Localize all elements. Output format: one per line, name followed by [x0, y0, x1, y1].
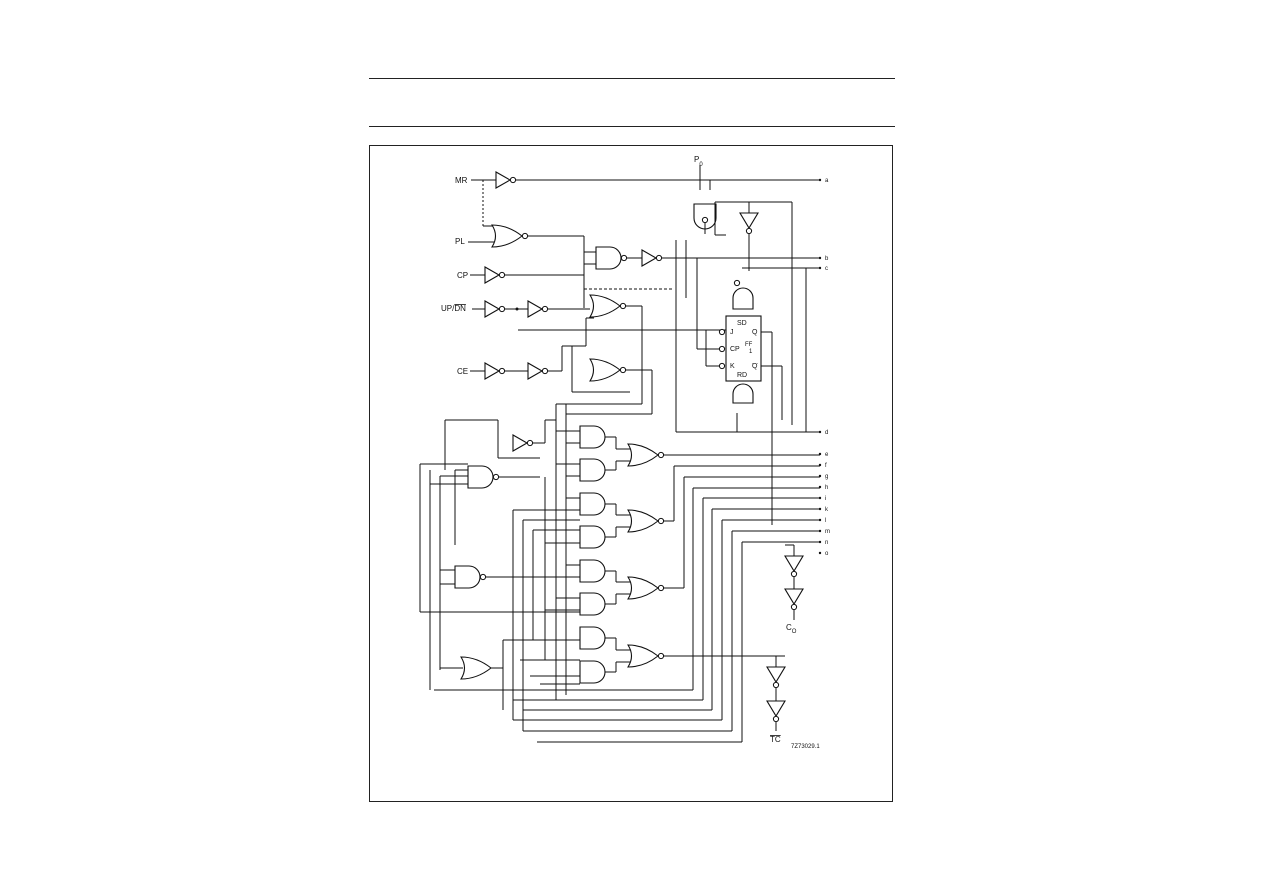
co-buffer-icon-2	[784, 588, 804, 606]
bus-label-d: d	[825, 430, 828, 436]
and-gate-icon-4	[579, 525, 606, 549]
nor-gate-icon-1	[627, 443, 665, 467]
lower-nand-gate-icon-1	[467, 465, 500, 489]
pl-label: PL	[455, 237, 465, 246]
bus-label-g: g	[825, 474, 828, 480]
ce-inverter-icon-1	[484, 362, 506, 380]
bus-label-c: c	[825, 266, 828, 272]
updn-nor-gate-icon-1	[589, 294, 627, 318]
updn-inverter-icon-2	[527, 300, 549, 318]
ff-qbar-label: Q	[752, 363, 758, 370]
co-buffer-icon-1	[784, 555, 804, 573]
ff-set-gate-icon	[732, 287, 754, 310]
bus-label-f: f	[825, 463, 827, 469]
tc-buffer-icon-1	[766, 666, 786, 684]
header-rule-top	[369, 78, 895, 79]
bus-arrow-d	[818, 430, 822, 434]
bus-label-n: n	[825, 540, 828, 546]
clock-nand-gate-icon	[595, 246, 628, 270]
co-label: CO	[786, 623, 797, 635]
bus-label-i: i	[825, 496, 826, 502]
ff-reset-gate-icon	[732, 383, 754, 404]
bus-arrow-o	[818, 551, 822, 555]
nor-gate-icon-2	[627, 509, 665, 533]
ff-cp-label: CP	[730, 346, 740, 353]
nor-gate-icon-4	[627, 644, 665, 668]
and-gate-icon-6	[579, 592, 606, 616]
cp-label: CP	[457, 271, 468, 280]
bus-arrow-c	[818, 266, 822, 270]
updn-path	[472, 288, 726, 404]
bus-label-o: o	[825, 551, 829, 557]
cp-inverter-icon	[484, 266, 506, 284]
bus-label-e: e	[825, 452, 829, 458]
feedback-inverter-icon	[512, 434, 534, 452]
flipflop: SD J Q CP FF 1 K Q RD	[675, 240, 820, 525]
header-rule-bottom	[369, 126, 895, 127]
lower-nand-gate-icon-2	[454, 565, 487, 589]
and-gate-icon-3	[579, 492, 606, 516]
ff-num-label: 1	[749, 349, 753, 355]
ff-q-label: Q	[752, 329, 758, 336]
ff-j-label: J	[730, 329, 734, 336]
ff-sd-label: SD	[737, 320, 747, 327]
bus-label-k: k	[825, 507, 829, 513]
up-dn-label: UP/DN	[441, 304, 466, 313]
and-gate-icon-2	[579, 458, 606, 482]
ff-k-label: K	[730, 363, 735, 370]
bus-label-l: l	[825, 518, 826, 524]
bus-arrow-b	[818, 256, 822, 260]
co-output: CO	[784, 544, 804, 635]
and-gate-icon-5	[579, 559, 606, 583]
lower-or-gate-icon	[460, 656, 492, 680]
bus-arrow-a	[818, 178, 822, 182]
bus-label-b: b	[825, 256, 829, 262]
and-gate-icon-1	[579, 425, 606, 449]
and-gate-icon-7	[579, 626, 606, 650]
tc-output: TC	[766, 656, 786, 744]
cp-path	[470, 246, 820, 284]
ce-nor-gate-icon	[589, 358, 627, 382]
updn-inverter-icon-1	[484, 300, 506, 318]
pl-nor-gate-icon	[491, 224, 529, 248]
mr-inverter-icon	[495, 171, 517, 189]
ce-path	[470, 317, 653, 414]
figure-frame	[369, 145, 893, 802]
ce-inverter-icon-2	[527, 362, 549, 380]
mr-path	[471, 171, 820, 227]
bus-label-m: m	[825, 529, 830, 535]
p0-label: P0	[694, 155, 703, 168]
ce-label: CE	[457, 367, 468, 376]
lower-logic: CO TC 7Z73029.1	[419, 403, 820, 750]
ff-box	[725, 315, 762, 382]
bus-label-h: h	[825, 485, 828, 491]
p0-path	[693, 165, 717, 234]
ff-name-label: FF	[745, 342, 753, 348]
bus-label-a: a	[825, 178, 829, 184]
clock-buffer-icon	[641, 249, 663, 267]
input-labels: MR PL CP UP/DN CE P0	[441, 155, 703, 376]
ff-rd-label: RD	[737, 372, 747, 379]
feedback-top	[714, 201, 820, 432]
mr-label: MR	[455, 176, 468, 185]
pl-path	[468, 224, 596, 308]
nor-gate-icon-3	[627, 576, 665, 600]
and-gate-icon-8	[579, 660, 606, 684]
tc-buffer-icon-2	[766, 700, 786, 718]
top-inverter-icon	[739, 212, 759, 230]
tc-label: TC	[770, 735, 781, 744]
figure-code: 7Z73029.1	[791, 744, 820, 750]
dn-overbar-label: DN	[454, 304, 466, 313]
